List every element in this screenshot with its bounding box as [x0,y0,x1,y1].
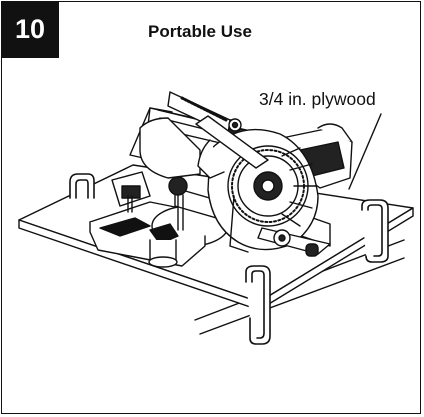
clamp-icon-left [70,174,94,198]
callout-leader-line [349,114,381,189]
clamp-icon-right [362,200,388,262]
clamp-icon-front [246,266,270,344]
